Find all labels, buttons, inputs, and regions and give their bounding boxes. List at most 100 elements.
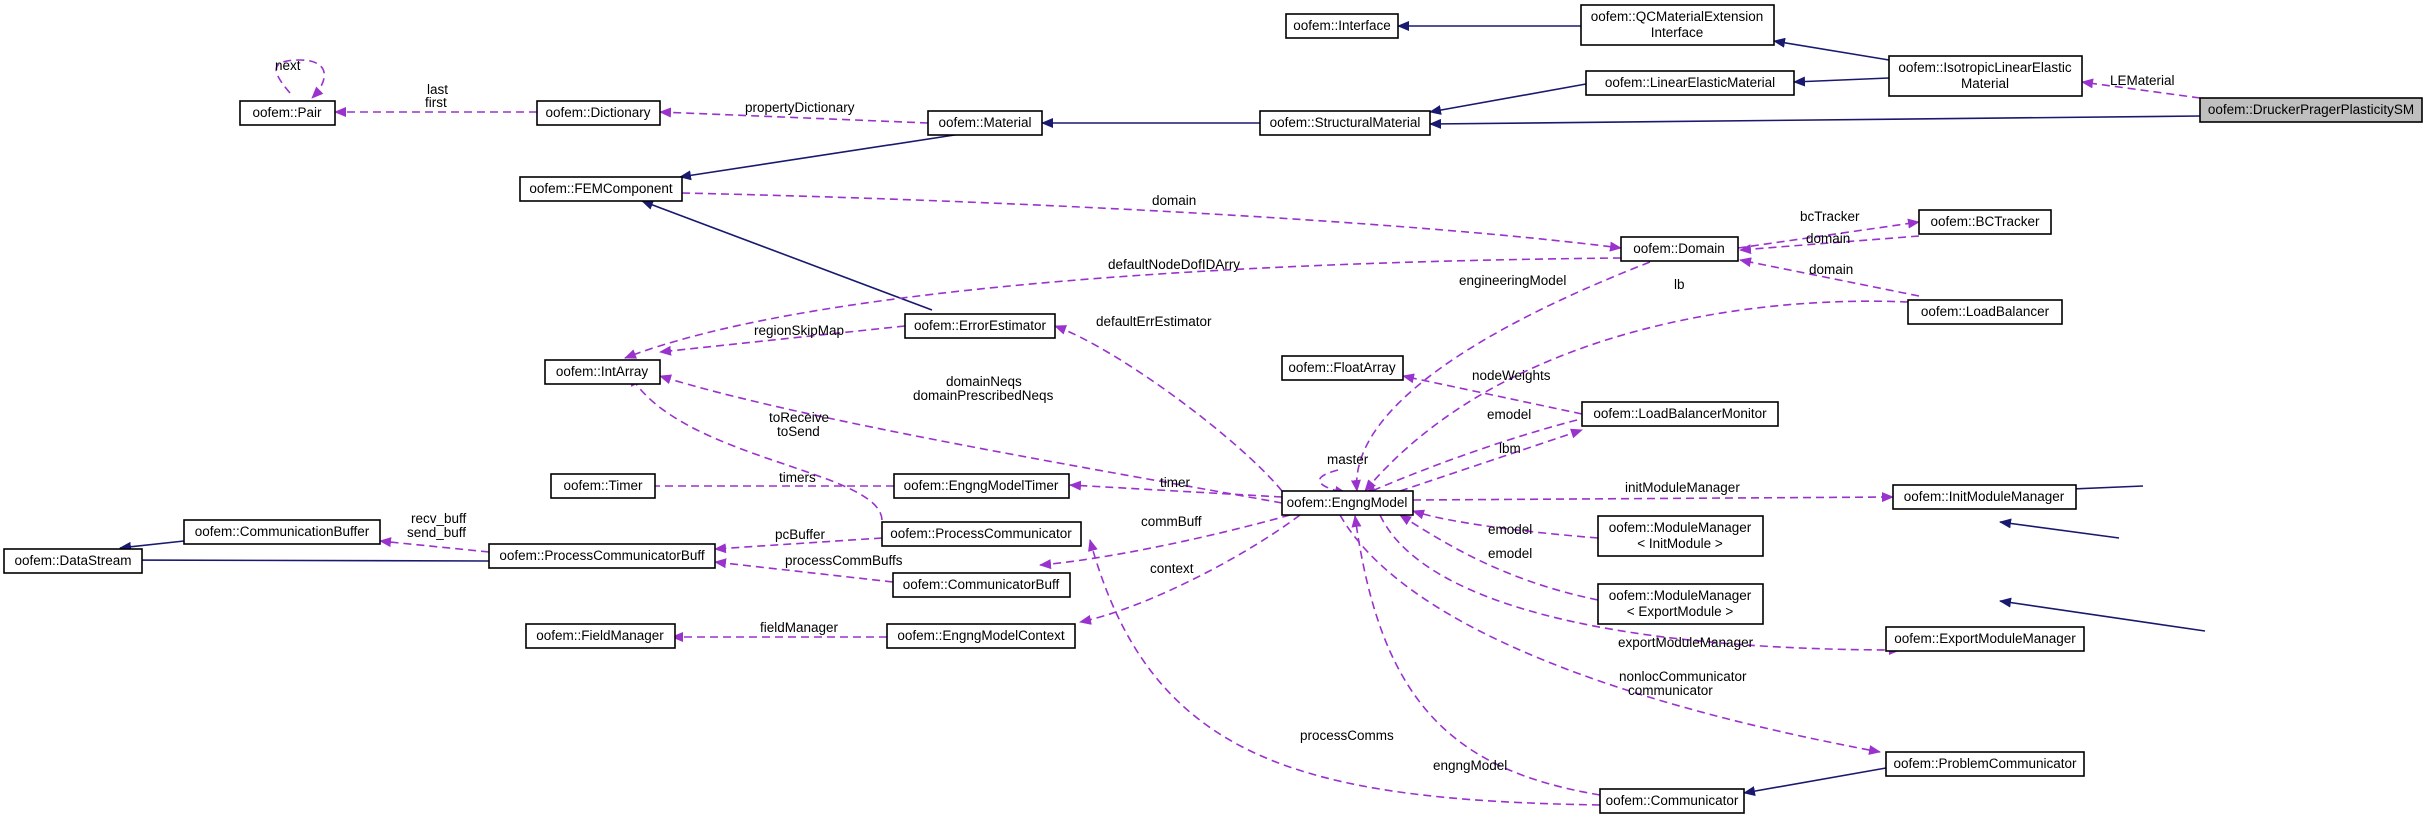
svg-text:oofem::LoadBalancer: oofem::LoadBalancer	[1921, 304, 2050, 319]
label-bc-tracker: bcTracker	[1800, 209, 1860, 224]
svg-text:< InitModule >: < InitModule >	[1637, 536, 1723, 551]
label-first: first	[425, 95, 447, 110]
edge-labels: next last first propertyDictionary LEMat…	[275, 58, 2175, 773]
label-domain-neqs: domainNeqs	[946, 374, 1022, 389]
label-le-material: LEMaterial	[2110, 73, 2175, 88]
node-bc-tracker[interactable]: oofem::BCTracker	[1918, 209, 2052, 235]
node-structural-material[interactable]: oofem::StructuralMaterial	[1259, 110, 1431, 136]
svg-text:oofem::ProcessCommunicatorBuff: oofem::ProcessCommunicatorBuff	[499, 548, 705, 563]
node-field-manager[interactable]: oofem::FieldManager	[525, 623, 676, 649]
svg-text:oofem::EngngModel: oofem::EngngModel	[1287, 495, 1408, 510]
node-error-estimator[interactable]: oofem::ErrorEstimator	[904, 313, 1056, 339]
label-recv-buff: recv_buff	[411, 511, 467, 526]
svg-text:oofem::ProblemCommunicator: oofem::ProblemCommunicator	[1893, 756, 2077, 771]
svg-text:oofem::FloatArray: oofem::FloatArray	[1288, 360, 1396, 375]
svg-text:oofem::ProcessCommunicator: oofem::ProcessCommunicator	[890, 526, 1072, 541]
svg-text:oofem::IsotropicLinearElastic: oofem::IsotropicLinearElastic	[1898, 60, 2072, 75]
label-init-module-manager: initModuleManager	[1625, 480, 1740, 495]
svg-text:oofem::Material: oofem::Material	[938, 115, 1031, 130]
svg-text:oofem::BCTracker: oofem::BCTracker	[1930, 214, 2040, 229]
label-pc-buffer: pcBuffer	[775, 527, 826, 542]
label-next: next	[275, 58, 301, 73]
node-load-balancer-monitor[interactable]: oofem::LoadBalancerMonitor	[1581, 401, 1779, 427]
label-emodel-lbm: emodel	[1487, 407, 1531, 422]
label-context: context	[1150, 561, 1194, 576]
label-process-comm-buffs: processCommBuffs	[785, 553, 903, 568]
label-process-comms: processComms	[1300, 728, 1394, 743]
svg-text:oofem::StructuralMaterial: oofem::StructuralMaterial	[1270, 115, 1421, 130]
label-domain-bc: domain	[1806, 231, 1850, 246]
node-isotropic-linear-elastic-material[interactable]: oofem::IsotropicLinearElastic Material	[1888, 55, 2083, 97]
node-float-array[interactable]: oofem::FloatArray	[1281, 355, 1404, 381]
label-lbm: lbm	[1499, 441, 1521, 456]
label-master: master	[1327, 452, 1369, 467]
svg-text:oofem::ExportModuleManager: oofem::ExportModuleManager	[1894, 631, 2076, 646]
node-linear-elastic-material[interactable]: oofem::LinearElasticMaterial	[1585, 70, 1795, 96]
label-send-buff: send_buff	[407, 525, 466, 540]
node-module-manager-init-module[interactable]: oofem::ModuleManager < InitModule >	[1597, 515, 1764, 557]
svg-text:Material: Material	[1961, 76, 2009, 91]
node-communicator[interactable]: oofem::Communicator	[1599, 788, 1745, 814]
node-communication-buffer[interactable]: oofem::CommunicationBuffer	[183, 519, 381, 545]
node-process-communicator[interactable]: oofem::ProcessCommunicator	[881, 521, 1082, 547]
nodes: oofem::Interface oofem::QCMaterialExtens…	[3, 4, 2423, 814]
label-node-weights: nodeWeights	[1472, 368, 1551, 383]
label-last: last	[427, 82, 448, 97]
node-material[interactable]: oofem::Material	[927, 110, 1043, 136]
node-engng-model[interactable]: oofem::EngngModel	[1281, 490, 1414, 516]
label-emodel-init: emodel	[1488, 522, 1532, 537]
node-drucker-prager-plasticity-sm[interactable]: oofem::DruckerPragerPlasticitySM	[2199, 97, 2423, 123]
svg-text:oofem::DataStream: oofem::DataStream	[14, 553, 131, 568]
node-interface[interactable]: oofem::Interface	[1285, 13, 1399, 39]
node-module-manager-export-module[interactable]: oofem::ModuleManager < ExportModule >	[1597, 583, 1764, 625]
svg-text:oofem::EngngModelTimer: oofem::EngngModelTimer	[904, 478, 1059, 493]
svg-text:oofem::Communicator: oofem::Communicator	[1606, 793, 1739, 808]
svg-text:oofem::InitModuleManager: oofem::InitModuleManager	[1904, 489, 2065, 504]
node-communicator-buff[interactable]: oofem::CommunicatorBuff	[892, 572, 1071, 598]
svg-text:oofem::EngngModelContext: oofem::EngngModelContext	[897, 628, 1065, 643]
node-engng-model-timer[interactable]: oofem::EngngModelTimer	[893, 473, 1070, 499]
node-dictionary[interactable]: oofem::Dictionary	[536, 100, 661, 126]
node-init-module-manager[interactable]: oofem::InitModuleManager	[1892, 484, 2077, 510]
node-process-communicator-buff[interactable]: oofem::ProcessCommunicatorBuff	[488, 543, 716, 569]
label-engineering-model: engineeringModel	[1459, 273, 1566, 288]
label-timers: timers	[779, 470, 816, 485]
svg-text:oofem::Pair: oofem::Pair	[252, 105, 322, 120]
node-export-module-manager[interactable]: oofem::ExportModuleManager	[1885, 626, 2085, 652]
node-int-array[interactable]: oofem::IntArray	[544, 359, 661, 385]
node-domain[interactable]: oofem::Domain	[1620, 236, 1739, 262]
node-timer[interactable]: oofem::Timer	[550, 473, 656, 499]
node-fem-component[interactable]: oofem::FEMComponent	[519, 176, 683, 202]
svg-text:oofem::Timer: oofem::Timer	[563, 478, 643, 493]
svg-text:oofem::ModuleManager: oofem::ModuleManager	[1609, 588, 1752, 603]
svg-text:oofem::CommunicatorBuff: oofem::CommunicatorBuff	[903, 577, 1060, 592]
label-nonloc-communicator: nonlocCommunicator	[1619, 669, 1747, 684]
label-lb: lb	[1674, 277, 1685, 292]
svg-text:oofem::FEMComponent: oofem::FEMComponent	[529, 181, 673, 196]
svg-text:oofem::ErrorEstimator: oofem::ErrorEstimator	[914, 318, 1047, 333]
node-load-balancer[interactable]: oofem::LoadBalancer	[1907, 299, 2063, 325]
label-to-receive: toReceive	[769, 410, 829, 425]
node-data-stream[interactable]: oofem::DataStream	[3, 548, 143, 574]
svg-text:oofem::ModuleManager: oofem::ModuleManager	[1609, 520, 1752, 535]
svg-text:oofem::DruckerPragerPlasticity: oofem::DruckerPragerPlasticitySM	[2208, 102, 2414, 117]
label-domain-prescribed-neqs: domainPrescribedNeqs	[913, 388, 1054, 403]
svg-text:oofem::LoadBalancerMonitor: oofem::LoadBalancerMonitor	[1593, 406, 1767, 421]
svg-text:oofem::Domain: oofem::Domain	[1633, 241, 1725, 256]
label-default-node-dof: defaultNodeDofIDArry	[1108, 257, 1240, 272]
label-export-module-manager: exportModuleManager	[1618, 635, 1754, 650]
node-problem-communicator[interactable]: oofem::ProblemCommunicator	[1885, 751, 2085, 777]
svg-text:oofem::QCMaterialExtension: oofem::QCMaterialExtension	[1591, 9, 1764, 24]
svg-text:Interface: Interface	[1651, 25, 1704, 40]
svg-text:< ExportModule >: < ExportModule >	[1627, 604, 1734, 619]
label-timer: timer	[1160, 475, 1191, 490]
label-to-send: toSend	[777, 424, 820, 439]
svg-text:oofem::CommunicationBuffer: oofem::CommunicationBuffer	[195, 524, 370, 539]
label-default-err-estimator: defaultErrEstimator	[1096, 314, 1212, 329]
label-engng-model: engngModel	[1433, 758, 1507, 773]
node-engng-model-context[interactable]: oofem::EngngModelContext	[886, 623, 1076, 649]
label-communicator: communicator	[1628, 683, 1713, 698]
node-qc-material-extension-interface[interactable]: oofem::QCMaterialExtension Interface	[1580, 4, 1775, 46]
node-pair[interactable]: oofem::Pair	[239, 100, 336, 126]
svg-text:oofem::IntArray: oofem::IntArray	[556, 364, 649, 379]
